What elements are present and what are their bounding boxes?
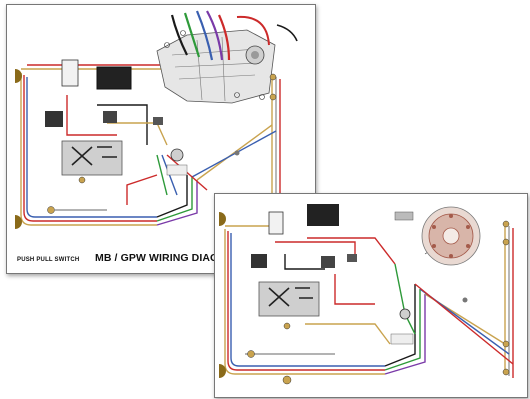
front-coil xyxy=(347,254,357,262)
front-lamp-left-bottom xyxy=(15,215,22,229)
front-rear-lamp-lowest xyxy=(502,368,510,376)
front-voltage-regulator xyxy=(268,211,284,235)
front-distributor xyxy=(399,308,411,320)
front-lamp-left-bottom xyxy=(219,364,226,378)
front-blackout-lamp xyxy=(247,350,255,358)
horn-button xyxy=(78,176,86,184)
magneto-part-detail xyxy=(394,211,414,221)
distributor xyxy=(170,148,184,162)
front-tail-lamp xyxy=(282,375,292,385)
front-main-harness xyxy=(224,216,514,378)
front-light-switch xyxy=(321,256,335,268)
gas-gauge-sender xyxy=(234,150,240,156)
front-ignition-switch xyxy=(251,254,267,268)
junction-block xyxy=(166,164,188,176)
engine-illustration xyxy=(156,10,298,104)
instrument-panel xyxy=(61,140,123,176)
wiring-diagram-sheet-front xyxy=(214,193,528,398)
front-rear-lamp-middle xyxy=(502,238,510,246)
rear-lamp-middle xyxy=(269,93,277,101)
front-junction-block xyxy=(390,333,414,345)
front-lamp-left-top xyxy=(219,212,226,226)
battery xyxy=(96,66,132,90)
light-switch xyxy=(103,111,117,123)
blackout-lamp xyxy=(47,206,55,214)
wiring-diagram-sheet-back: PUSH PULL SWITCH MB / GPW WIRING DIAGRA xyxy=(6,4,316,274)
front-battery xyxy=(307,204,339,226)
front-gas-gauge-sender xyxy=(462,297,468,303)
wiring-diagram-back-drawing xyxy=(15,10,298,229)
diagram-title: MB / GPW WIRING DIAGRA xyxy=(95,252,234,264)
push-pull-switch-note: PUSH PULL SWITCH xyxy=(17,257,80,263)
front-rear-lamp-bottom xyxy=(502,340,510,348)
ignition-switch xyxy=(45,111,63,127)
front-horn-button xyxy=(283,322,291,330)
magneto-illustration xyxy=(421,206,481,266)
rear-lamp-top xyxy=(269,73,277,81)
front-lamp-left-top xyxy=(15,69,22,83)
coil xyxy=(153,117,163,125)
front-rear-lamp-top xyxy=(502,220,510,228)
voltage-regulator xyxy=(61,59,79,87)
wiring-diagram-front-drawing xyxy=(219,204,514,385)
front-instrument-panel xyxy=(258,281,320,317)
